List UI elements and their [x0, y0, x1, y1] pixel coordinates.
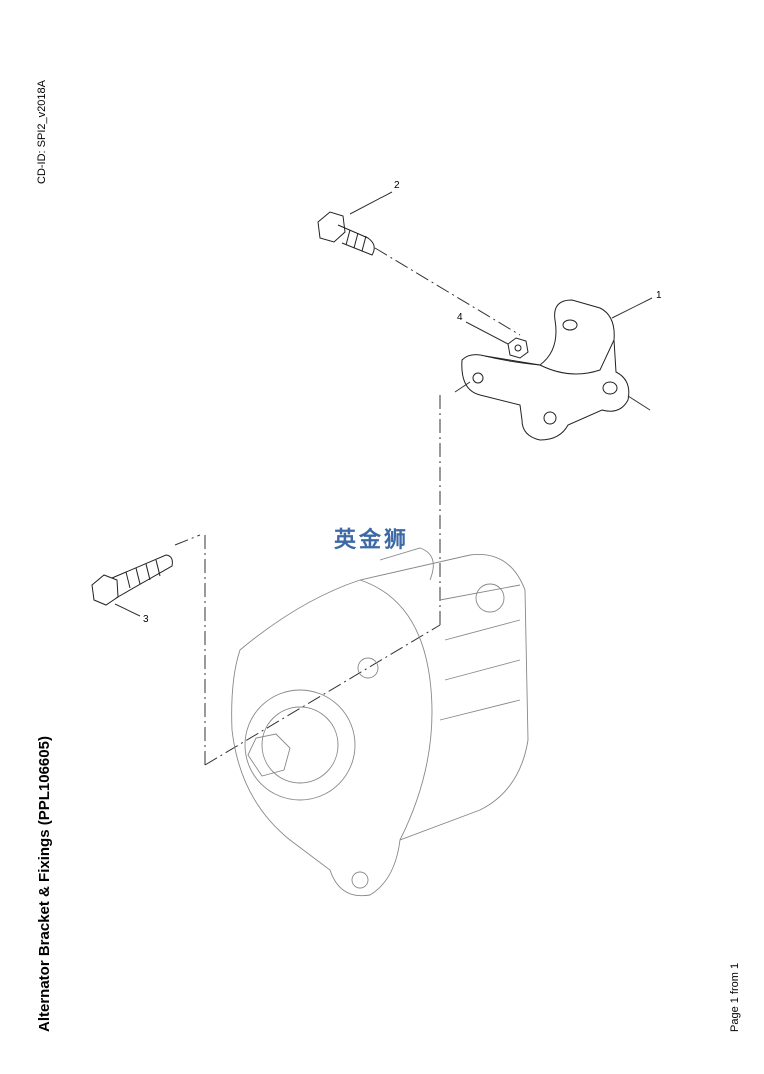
callout-3: 3: [143, 614, 149, 625]
watermark: 英金狮: [334, 528, 410, 553]
bolt-2: [317, 211, 375, 256]
callout-1: 1: [656, 290, 662, 301]
leader-lines: [114, 191, 653, 617]
centre-lines: [174, 247, 521, 766]
callout-4: 4: [457, 312, 463, 323]
nut-4: [507, 337, 529, 359]
bracket-1: [461, 299, 630, 441]
callout-2: 2: [394, 180, 400, 191]
bolt-3: [91, 554, 173, 606]
alternator: [231, 547, 529, 897]
